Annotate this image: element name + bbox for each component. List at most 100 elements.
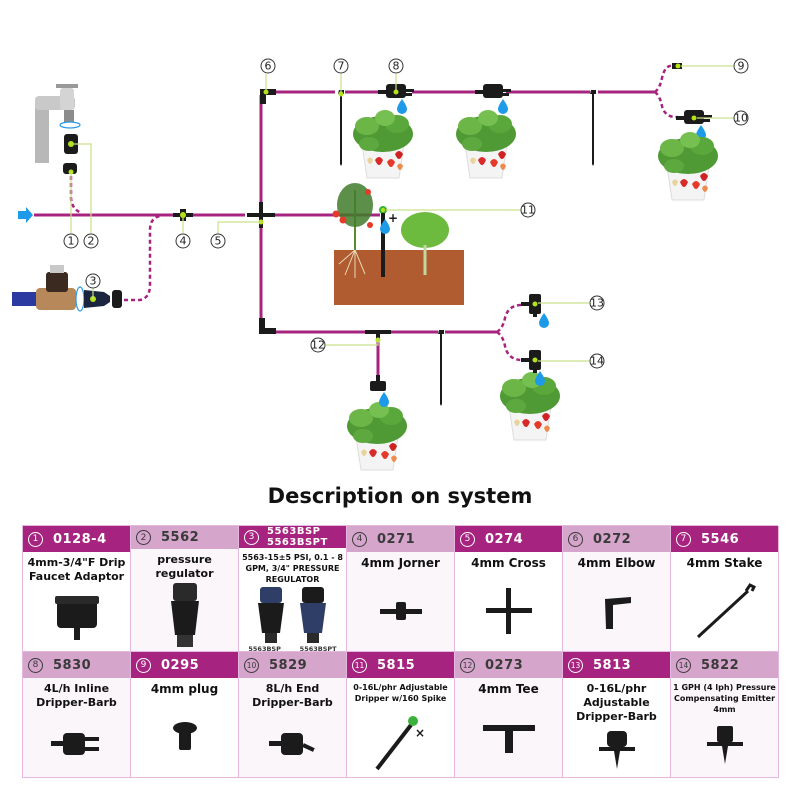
plug-icon — [131, 696, 238, 777]
elbow-fitting-lower-icon — [259, 318, 276, 334]
callout-circle — [733, 58, 749, 74]
part-number-badge: 13 — [568, 657, 583, 673]
svg-text:+: + — [388, 211, 398, 225]
water-inflow-arrow-icon — [18, 207, 33, 223]
callout-number: 9 — [738, 60, 745, 73]
end-dripper-icon — [676, 110, 712, 124]
adjustable-dripper-barb-icon — [521, 294, 541, 317]
callout-number: 11 — [521, 204, 535, 217]
jorner-fitting-icon — [173, 209, 193, 221]
callout-number: 5 — [215, 235, 222, 248]
callout-circle — [63, 233, 79, 249]
part-code: 5829 — [269, 657, 308, 673]
spike-dripper-icon: × — [347, 704, 454, 777]
faucet-icon — [35, 84, 81, 175]
callout-12: 12 — [310, 337, 326, 353]
inline-dripper-icon — [378, 84, 414, 98]
faucet-adaptor-icon — [23, 584, 130, 651]
cross-fitting-icon — [247, 202, 275, 228]
part-variant-label: 5563BSPT — [299, 645, 337, 653]
part-code: 5830 — [53, 657, 92, 673]
part-number-badge: 9 — [136, 657, 151, 673]
part-code: 5546 — [701, 531, 740, 547]
callout-13: 13 — [589, 295, 605, 311]
callout-circle — [733, 110, 749, 126]
part-cell-1: 1 0128-4 4mm-3/4"F Drip Faucet Adaptor — [23, 526, 131, 652]
callout-7: 7 — [333, 58, 349, 74]
part-number-badge: 8 — [28, 657, 43, 673]
end-dripper-icon — [239, 710, 346, 777]
water-drop-icon — [397, 99, 407, 114]
part-header: 8 5830 — [23, 652, 130, 678]
part-number-badge: 3 — [244, 529, 259, 545]
part-description: 4L/h Inline Dripper-Barb — [36, 682, 117, 709]
inline-dripper-icon — [23, 710, 130, 777]
strawberry-pot-image — [346, 401, 408, 471]
part-description: 4mm-3/4"F Drip Faucet Adaptor — [27, 556, 126, 583]
callout-circle — [175, 233, 191, 249]
part-description: 8L/h End Dripper-Barb — [252, 682, 333, 709]
callout-circle — [210, 233, 226, 249]
adjustable-dripper-icon — [370, 375, 386, 391]
part-cell-8: 8 5830 4L/h Inline Dripper-Barb — [23, 652, 131, 778]
callout-circle — [520, 202, 536, 218]
callout-8: 8 — [388, 58, 404, 74]
part-code: 0271 — [377, 531, 416, 547]
callout-number: 12 — [311, 339, 325, 352]
soil-bed-image — [332, 183, 464, 305]
part-number-badge: 7 — [676, 531, 691, 547]
callout-2: 2 — [83, 233, 99, 249]
part-description: 4mm Elbow — [577, 556, 656, 570]
callout-circle — [260, 58, 276, 74]
part-code: 5815 — [377, 657, 416, 673]
part-description: 0-16L/phr Adjustable Dripper w/160 Spike — [353, 683, 448, 703]
callout-5: 5 — [210, 233, 226, 249]
cross-connector-icon — [455, 570, 562, 651]
callout-circle — [333, 58, 349, 74]
callout-number: 2 — [88, 235, 95, 248]
strawberry-pot-image — [352, 109, 414, 179]
part-number-badge: 1 — [28, 531, 43, 547]
part-code: 0128-4 — [53, 531, 107, 547]
callout-number: 4 — [180, 235, 187, 248]
part-description: 1 GPH (4 lph) Pressure Compensating Emit… — [673, 683, 776, 714]
jorner-icon — [347, 570, 454, 651]
part-description: 4mm Jorner — [361, 556, 440, 570]
part-header: 1 0128-4 — [23, 526, 130, 552]
callout-number: 8 — [393, 60, 400, 73]
callout-number: 3 — [90, 275, 97, 288]
stake-icon — [438, 330, 444, 406]
strawberry-pot-image — [455, 109, 517, 179]
pressure-regulator-pair-icon — [239, 585, 346, 645]
inline-dripper-icon — [475, 84, 511, 98]
part-code: 0274 — [485, 531, 524, 547]
strawberry-pot-image — [499, 371, 561, 441]
stake-icon — [671, 570, 778, 651]
part-code: 0273 — [485, 657, 524, 673]
water-drop-icon — [379, 392, 389, 407]
callout-circle — [310, 337, 326, 353]
callout-number: 10 — [734, 112, 748, 125]
svg-text:×: × — [415, 726, 425, 740]
callout-circle — [83, 233, 99, 249]
part-code-primary: 5563BSP — [267, 526, 321, 537]
adjustable-dripper-icon — [563, 724, 670, 777]
elbow-fitting-icon — [260, 89, 276, 104]
part-description: 5563-15±5 PSI, 0.1 - 8 GPM, 3/4" PRESSUR… — [242, 553, 343, 584]
